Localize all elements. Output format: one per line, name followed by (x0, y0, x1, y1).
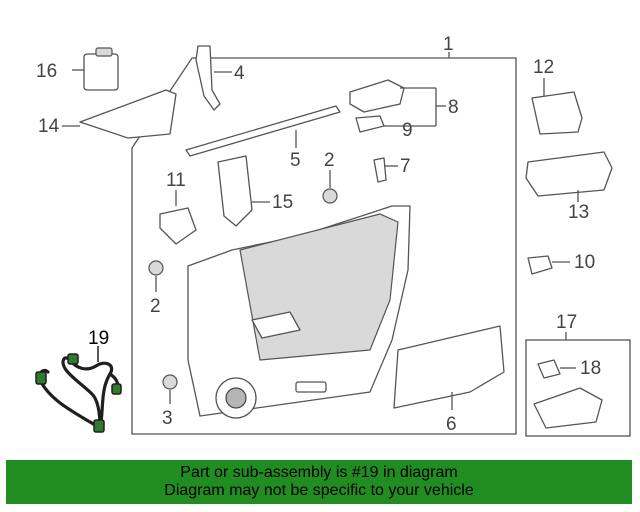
callout-17[interactable]: 17 (556, 312, 577, 333)
part-4-bracket[interactable] (195, 45, 232, 111)
callout-7[interactable]: 7 (400, 156, 411, 177)
door-trim-panel[interactable] (187, 205, 411, 419)
part-2-clip-lower[interactable] (148, 260, 164, 292)
callout-5[interactable]: 5 (290, 150, 301, 171)
part-17-lamp-housing[interactable] (533, 387, 603, 429)
callout-8[interactable]: 8 (448, 97, 459, 118)
callout-2-upper[interactable]: 2 (324, 150, 335, 171)
part-3-clip[interactable] (162, 374, 178, 404)
part-2-clip-upper[interactable] (322, 170, 338, 204)
banner-line-2: Diagram may not be specific to your vehi… (164, 482, 474, 499)
part-10-trim[interactable] (527, 255, 570, 275)
callout-6[interactable]: 6 (446, 414, 457, 435)
callout-1[interactable]: 1 (443, 34, 454, 55)
part-12-window-switch[interactable] (531, 78, 583, 135)
part-17-group-frame (525, 339, 631, 437)
part-18-bulb[interactable] (537, 359, 576, 379)
callout-9[interactable]: 9 (402, 120, 413, 141)
banner-line-1: Part or sub-assembly is #19 in diagram (180, 464, 458, 481)
part-11-lamp[interactable] (159, 190, 197, 245)
part-7-clip[interactable] (373, 157, 398, 183)
callout-4[interactable]: 4 (234, 63, 245, 84)
part-16-switch[interactable] (72, 47, 119, 91)
callout-16[interactable]: 16 (36, 61, 57, 82)
part-15-bracket[interactable] (217, 155, 270, 227)
callout-3[interactable]: 3 (162, 408, 173, 429)
part-19-wire-harness[interactable] (35, 346, 122, 433)
callout-10[interactable]: 10 (574, 252, 595, 273)
callout-13[interactable]: 13 (568, 202, 589, 223)
part-9-cover[interactable] (355, 115, 436, 133)
callout-11[interactable]: 11 (166, 170, 186, 191)
part-8-inside-handle[interactable] (349, 79, 446, 126)
part-14-panel[interactable] (62, 89, 177, 139)
callout-15[interactable]: 15 (272, 192, 293, 213)
part-info-banner: Part or sub-assembly is #19 in diagram D… (6, 460, 632, 504)
part-5-weatherstrip[interactable] (185, 105, 341, 157)
callout-19[interactable]: 19 (88, 328, 109, 349)
callout-2-lower[interactable]: 2 (150, 296, 161, 317)
assembly-frame (131, 57, 517, 435)
part-6-lower-trim[interactable] (393, 325, 505, 410)
part-13-switch-panel[interactable] (525, 151, 613, 202)
callout-14[interactable]: 14 (38, 116, 60, 137)
callout-12[interactable]: 12 (533, 57, 554, 78)
callout-18[interactable]: 18 (580, 358, 601, 379)
